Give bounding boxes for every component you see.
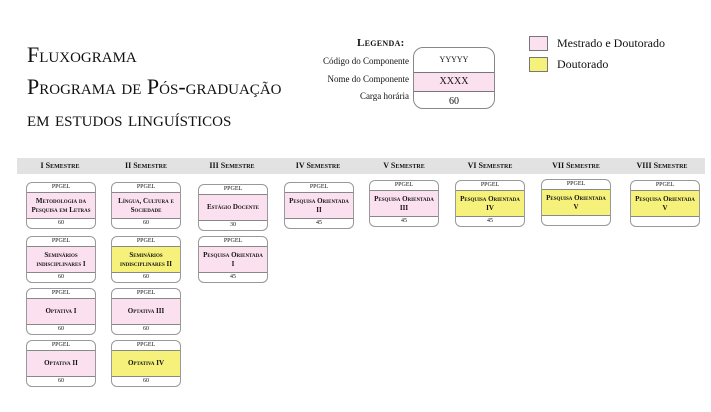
semester-header-bar (17, 158, 705, 174)
course-name: Optativa II (27, 350, 95, 377)
course-code: PPGEL (51, 238, 71, 244)
course-code: PPGEL (136, 238, 156, 244)
course-name: Optativa III (112, 298, 180, 325)
course-hours: 30 (230, 222, 236, 228)
semester-header-4: IV Semestre (295, 161, 341, 170)
course-code: PPGEL (223, 238, 243, 244)
semester-header-2: II Semestre (124, 161, 168, 170)
course-code: PPGEL (309, 184, 329, 190)
course-hours: 45 (316, 220, 322, 226)
course-hours: 45 (487, 218, 493, 224)
course-hours: 60 (58, 220, 64, 226)
semester-header-1: I Semestre (40, 161, 80, 170)
semester-header-7: VII Semestre (552, 161, 600, 170)
legend-heading: Legenda: (357, 37, 405, 49)
course-card-estagio-docente: PPGEL Estágio Docente 30 (198, 184, 268, 231)
course-name: Língua, Cultura e Sociedade (112, 192, 180, 219)
key-swatch-pink (529, 36, 548, 51)
title-line-2: Programa de Pós-graduação (27, 74, 282, 99)
key-label-doutorado: Doutorado (557, 57, 609, 71)
course-card-seminarios-1: PPGEL Seminários indisciplinares I 60 (26, 236, 96, 283)
course-card-pesquisa-orientada-4: PPGEL Pesquisa Orientada IV 45 (455, 180, 525, 227)
course-hours: 60 (58, 378, 64, 384)
course-name: Pesquisa Orientada IV (456, 190, 524, 217)
course-name: Seminários indisciplinares I (27, 246, 95, 273)
course-hours: 60 (143, 274, 149, 280)
legend-name-label: Nome do Componente (327, 74, 410, 84)
semester-header-6: VI Semestre (467, 161, 513, 170)
course-name: Pesquisa Orientada V (542, 189, 610, 216)
semester-header-8: VIII Semestre (636, 161, 688, 170)
course-card-pesquisa-orientada-5-b: PPGEL Pesquisa Orientada V (630, 180, 700, 227)
title-line-1: Fluxograma (27, 42, 137, 67)
course-name: Optativa IV (112, 350, 180, 377)
course-code: PPGEL (223, 186, 243, 192)
course-name: Optativa I (27, 298, 95, 325)
course-card-seminarios-2: PPGEL Seminários indisciplinares II 60 (111, 236, 181, 283)
course-hours: 60 (143, 326, 149, 332)
course-card-lingua-cultura: PPGEL Língua, Cultura e Sociedade 60 (111, 182, 181, 229)
course-card-pesquisa-orientada-2: PPGEL Pesquisa Orientada II 45 (284, 182, 354, 229)
course-name: Metodologia da Pesquisa em Letras (27, 192, 95, 219)
course-hours: 45 (401, 218, 407, 224)
course-card-pesquisa-orientada-1: PPGEL Pesquisa Orientada I 45 (198, 236, 268, 283)
course-code: PPGEL (394, 182, 414, 188)
course-name: Pesquisa Orientada III (370, 190, 438, 217)
key-label-mestrado-doutorado: Mestrado e Doutorado (557, 36, 665, 50)
course-card-metodologia: PPGEL Metodologia da Pesquisa em Letras … (26, 182, 96, 229)
legend-sample-card: YYYYY XXXX 60 (413, 47, 495, 109)
legend-sample-code: YYYYY (439, 55, 469, 64)
course-card-optativa-4: PPGEL Optativa IV 60 (111, 340, 181, 387)
legend-sample-hours: 60 (449, 96, 459, 107)
course-code: PPGEL (51, 342, 71, 348)
legend-code-label: Código do Componente (323, 56, 409, 66)
course-hours: 45 (230, 274, 236, 280)
course-card-pesquisa-orientada-3: PPGEL Pesquisa Orientada III 45 (369, 180, 439, 227)
course-code: PPGEL (655, 182, 675, 188)
course-hours: 60 (143, 220, 149, 226)
legend-hours-label: Carga horária (359, 91, 409, 101)
legend-sample-name: XXXX (414, 72, 494, 92)
semester-header-5: V Semestre (383, 161, 425, 170)
title-line-3: em estudos linguísticos (27, 106, 232, 131)
course-code: PPGEL (51, 184, 71, 190)
semester-header-3: III Semestre (209, 161, 255, 170)
course-name: Pesquisa Orientada I (199, 246, 267, 273)
course-code: PPGEL (480, 182, 500, 188)
course-name: Pesquisa Orientada V (631, 190, 699, 217)
course-hours: 60 (58, 326, 64, 332)
course-hours: 60 (58, 274, 64, 280)
course-code: PPGEL (136, 290, 156, 296)
key-swatch-yellow (529, 57, 548, 72)
course-card-optativa-3: PPGEL Optativa III 60 (111, 288, 181, 335)
course-card-pesquisa-orientada-5-a: PPGEL Pesquisa Orientada V (541, 179, 611, 226)
course-code: PPGEL (566, 181, 586, 187)
course-code: PPGEL (136, 184, 156, 190)
course-name: Estágio Docente (199, 194, 267, 221)
course-name: Seminários indisciplinares II (112, 246, 180, 273)
course-hours: 60 (143, 378, 149, 384)
course-name: Pesquisa Orientada II (285, 192, 353, 219)
course-code: PPGEL (136, 342, 156, 348)
course-code: PPGEL (51, 290, 71, 296)
course-card-optativa-1: PPGEL Optativa I 60 (26, 288, 96, 335)
course-card-optativa-2: PPGEL Optativa II 60 (26, 340, 96, 387)
